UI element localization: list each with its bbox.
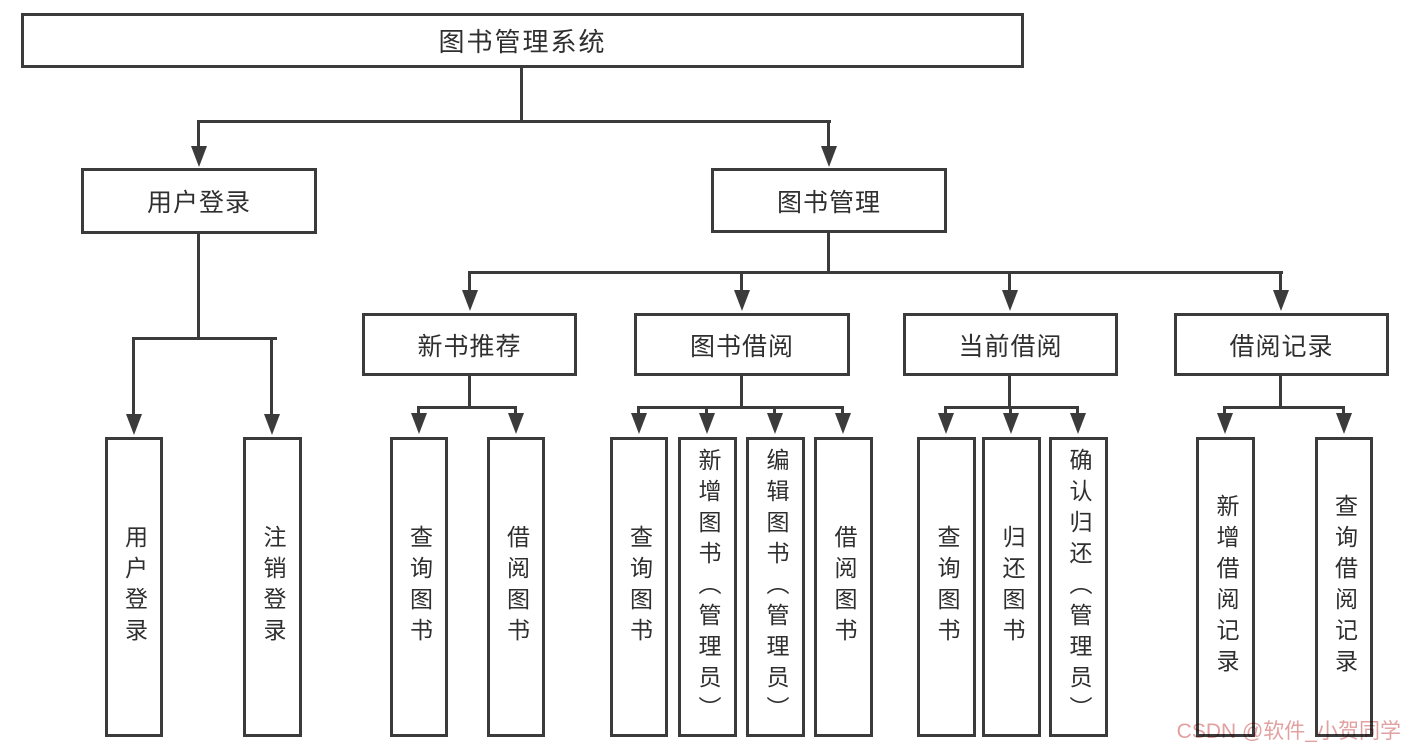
arrow-down-icon — [191, 146, 207, 167]
node-user-login: 用户登录 — [81, 168, 317, 234]
leaf-logout: 注销登录 — [243, 437, 302, 737]
leaf-query-books-recommend-label: 查询图书 — [406, 525, 433, 649]
connector-line — [417, 406, 420, 414]
leaf-borrow-books-borrow-label: 借阅图书 — [831, 525, 857, 649]
leaf-edit-book-admin: 编辑图书（管理员） — [746, 437, 805, 737]
node-current-borrow: 当前借阅 — [903, 313, 1118, 376]
leaf-add-borrow-record-label: 新增借阅记录 — [1213, 494, 1239, 680]
connector-line — [468, 271, 1283, 274]
leaf-add-book-admin: 新增图书（管理员） — [678, 437, 737, 737]
connector-line — [1223, 406, 1226, 414]
leaf-query-borrow-record-label: 查询借阅记录 — [1331, 494, 1358, 680]
connector-line — [132, 337, 277, 340]
arrow-down-icon — [508, 413, 524, 434]
connector-line — [197, 120, 200, 147]
arrow-down-icon — [835, 413, 851, 434]
leaf-edit-book-admin-label: 编辑图书（管理员） — [763, 447, 789, 727]
leaf-user-login-label: 用户登录 — [121, 525, 148, 649]
node-new-book-recommend-label: 新书推荐 — [417, 332, 522, 361]
connector-line — [1009, 406, 1012, 414]
arrow-down-icon — [699, 413, 715, 434]
leaf-query-books-current-label: 查询图书 — [934, 525, 960, 649]
node-root-label: 图书管理系统 — [438, 27, 607, 57]
connector-line — [197, 120, 831, 123]
connector-line — [740, 376, 743, 409]
leaf-borrow-books-borrow: 借阅图书 — [814, 437, 873, 737]
connector-line — [637, 406, 640, 414]
leaf-user-login: 用户登录 — [105, 437, 163, 737]
node-book-management-label: 图书管理 — [776, 188, 881, 217]
arrow-down-icon — [411, 413, 427, 434]
connector-line — [1008, 376, 1011, 409]
arrow-down-icon — [1002, 290, 1018, 311]
arrow-down-icon — [631, 413, 647, 434]
connector-line — [1279, 271, 1282, 291]
leaf-confirm-return-admin-label: 确认归还（管理员） — [1066, 447, 1092, 727]
connector-line — [1223, 406, 1345, 409]
arrow-down-icon — [462, 290, 478, 311]
connector-line — [1342, 406, 1345, 414]
connector-line — [944, 406, 947, 414]
connector-line — [827, 233, 830, 274]
leaf-query-books-borrow-label: 查询图书 — [626, 525, 653, 649]
node-book-management: 图书管理 — [711, 168, 947, 233]
arrow-down-icon — [938, 413, 954, 434]
leaf-query-books-borrow: 查询图书 — [610, 437, 668, 737]
node-current-borrow-label: 当前借阅 — [958, 332, 1063, 361]
node-user-login-label: 用户登录 — [146, 189, 251, 217]
connector-line — [468, 271, 471, 291]
connector-line — [773, 406, 776, 414]
node-borrow-records: 借阅记录 — [1174, 313, 1389, 376]
leaf-add-book-admin-label: 新增图书（管理员） — [695, 447, 721, 727]
connector-line — [637, 406, 844, 409]
arrow-down-icon — [821, 146, 837, 167]
arrow-down-icon — [1336, 413, 1352, 434]
arrow-down-icon — [767, 413, 783, 434]
connector-line — [514, 406, 517, 414]
connector-line — [841, 406, 844, 414]
connector-line — [827, 120, 830, 147]
arrow-down-icon — [1070, 413, 1086, 434]
node-new-book-recommend: 新书推荐 — [362, 313, 577, 376]
arrow-down-icon — [1273, 290, 1289, 311]
leaf-logout-label: 注销登录 — [260, 525, 286, 649]
connector-line — [1008, 271, 1011, 291]
connector-line — [1279, 376, 1282, 409]
leaf-borrow-books-recommend: 借阅图书 — [487, 437, 545, 737]
connector-line — [270, 337, 273, 414]
arrow-down-icon — [1003, 413, 1019, 434]
connector-line — [740, 271, 743, 291]
leaf-confirm-return-admin: 确认归还（管理员） — [1049, 437, 1108, 737]
arrow-down-icon — [264, 414, 280, 435]
connector-line — [417, 406, 517, 409]
leaf-query-books-current: 查询图书 — [917, 437, 976, 737]
node-root: 图书管理系统 — [21, 13, 1024, 68]
connector-line — [197, 234, 200, 340]
leaf-query-borrow-record: 查询借阅记录 — [1315, 437, 1373, 737]
connector-line — [468, 376, 471, 409]
connector-line — [1076, 406, 1079, 414]
node-book-borrow-label: 图书借阅 — [689, 332, 794, 361]
watermark-text: CSDN @软件_小贺同学 — [1176, 720, 1401, 743]
node-borrow-records-label: 借阅记录 — [1229, 332, 1334, 361]
leaf-query-books-recommend: 查询图书 — [390, 437, 448, 737]
arrow-down-icon — [734, 290, 750, 311]
connector-line — [520, 68, 523, 123]
leaf-return-book-label: 归还图书 — [999, 525, 1025, 649]
node-book-borrow: 图书借阅 — [634, 313, 850, 376]
arrow-down-icon — [126, 414, 142, 435]
arrow-down-icon — [1217, 413, 1233, 434]
connector-line — [705, 406, 708, 414]
leaf-borrow-books-recommend-label: 借阅图书 — [503, 525, 530, 649]
leaf-return-book: 归还图书 — [982, 437, 1041, 737]
connector-line — [132, 337, 135, 414]
leaf-add-borrow-record: 新增借阅记录 — [1196, 437, 1255, 737]
